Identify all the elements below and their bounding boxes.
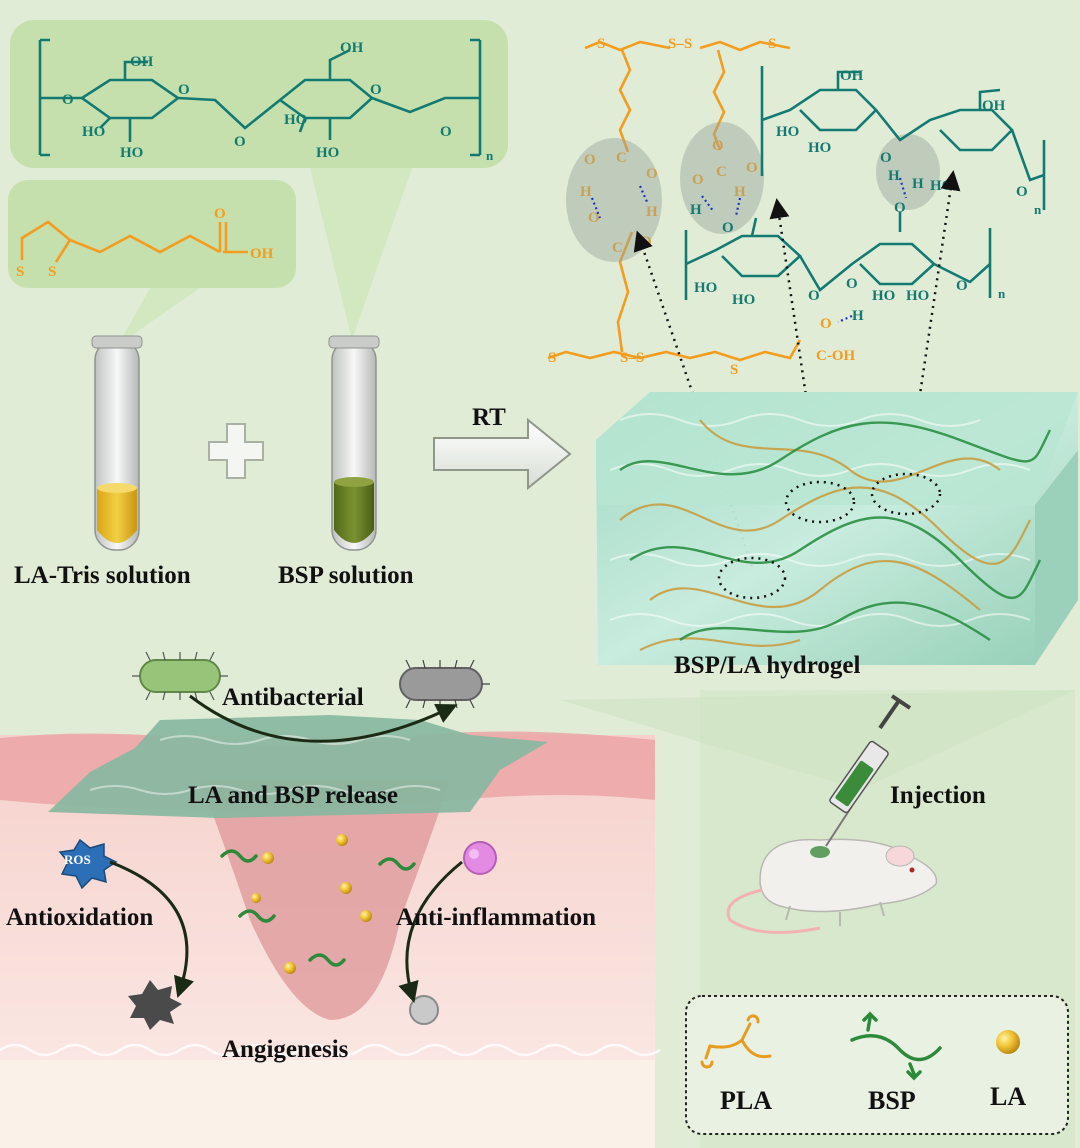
legend-bsp-label: BSP (868, 1086, 916, 1116)
svg-text:n: n (998, 286, 1006, 301)
svg-text:HO: HO (316, 145, 339, 161)
svg-text:S: S (768, 36, 776, 52)
svg-text:n: n (1034, 202, 1042, 217)
svg-text:O: O (234, 134, 246, 150)
svg-text:OH: OH (250, 246, 274, 262)
svg-text:H: H (912, 176, 924, 192)
dead-bacterium-icon (400, 660, 490, 708)
svg-text:O: O (808, 288, 820, 304)
svg-text:S–S: S–S (620, 350, 644, 366)
svg-text:S: S (16, 264, 24, 280)
svg-text:HO: HO (732, 292, 755, 308)
live-bacterium-icon (132, 652, 228, 700)
hydrogel-label: BSP/LA hydrogel (674, 652, 860, 680)
hydrogel-block (596, 392, 1078, 665)
la-tris-test-tube (92, 336, 142, 550)
angiogenesis-label: Angigenesis (222, 1036, 348, 1064)
bsp-test-tube (329, 336, 379, 550)
bsp-oh-top2: OH (340, 40, 364, 56)
svg-text:H: H (690, 202, 702, 218)
ros-label: ROS (64, 852, 91, 868)
svg-text:H: H (852, 308, 864, 324)
svg-text:HO: HO (120, 145, 143, 161)
svg-text:O: O (846, 276, 858, 292)
svg-text:O: O (178, 82, 190, 98)
inflammatory-cell-icon (464, 842, 496, 874)
svg-text:OH: OH (840, 68, 864, 84)
svg-text:S: S (48, 264, 56, 280)
resolved-cell-icon (410, 996, 438, 1024)
hbond-highlights (566, 122, 940, 262)
svg-text:HO: HO (930, 178, 953, 194)
antibacterial-label: Antibacterial (222, 684, 364, 712)
la-structure-callout (8, 180, 296, 345)
svg-text:S: S (597, 36, 605, 52)
svg-text:HO: HO (906, 288, 929, 304)
svg-text:HO: HO (776, 124, 799, 140)
svg-text:O: O (894, 200, 906, 216)
svg-text:O: O (370, 82, 382, 98)
injection-label: Injection (890, 782, 986, 810)
cooh-label: C-OH (816, 348, 855, 364)
svg-text:OH: OH (982, 98, 1006, 114)
svg-text:HO: HO (808, 140, 831, 156)
svg-text:O: O (1016, 184, 1028, 200)
legend-pla-label: PLA (720, 1086, 772, 1116)
bsp-oh-top1: OH (130, 54, 154, 70)
svg-text:O: O (62, 92, 74, 108)
svg-text:HO: HO (872, 288, 895, 304)
svg-text:HO: HO (694, 280, 717, 296)
svg-text:O: O (880, 150, 892, 166)
svg-text:n: n (486, 148, 494, 163)
svg-text:O: O (956, 278, 968, 294)
anti-inflammation-label: Anti-inflammation (396, 904, 596, 932)
antioxidation-label: Antioxidation (6, 904, 153, 932)
plus-icon (209, 424, 263, 478)
svg-text:HO: HO (82, 124, 105, 140)
svg-text:O: O (820, 316, 832, 332)
bsp-solution-label: BSP solution (278, 562, 413, 590)
svg-text:O: O (722, 220, 734, 236)
rt-label: RT (472, 404, 506, 432)
la-sphere-icon (996, 1030, 1020, 1054)
svg-text:S: S (548, 350, 556, 366)
svg-text:H: H (888, 168, 900, 184)
svg-text:O: O (440, 124, 452, 140)
svg-text:S–S: S–S (668, 36, 692, 52)
la-tris-solution-label: LA-Tris solution (14, 562, 191, 590)
svg-text:O: O (214, 206, 226, 222)
svg-text:S: S (730, 362, 738, 378)
legend-la-label: LA (990, 1082, 1026, 1112)
release-label: LA and BSP release (188, 782, 398, 810)
svg-text:HO: HO (284, 112, 307, 128)
